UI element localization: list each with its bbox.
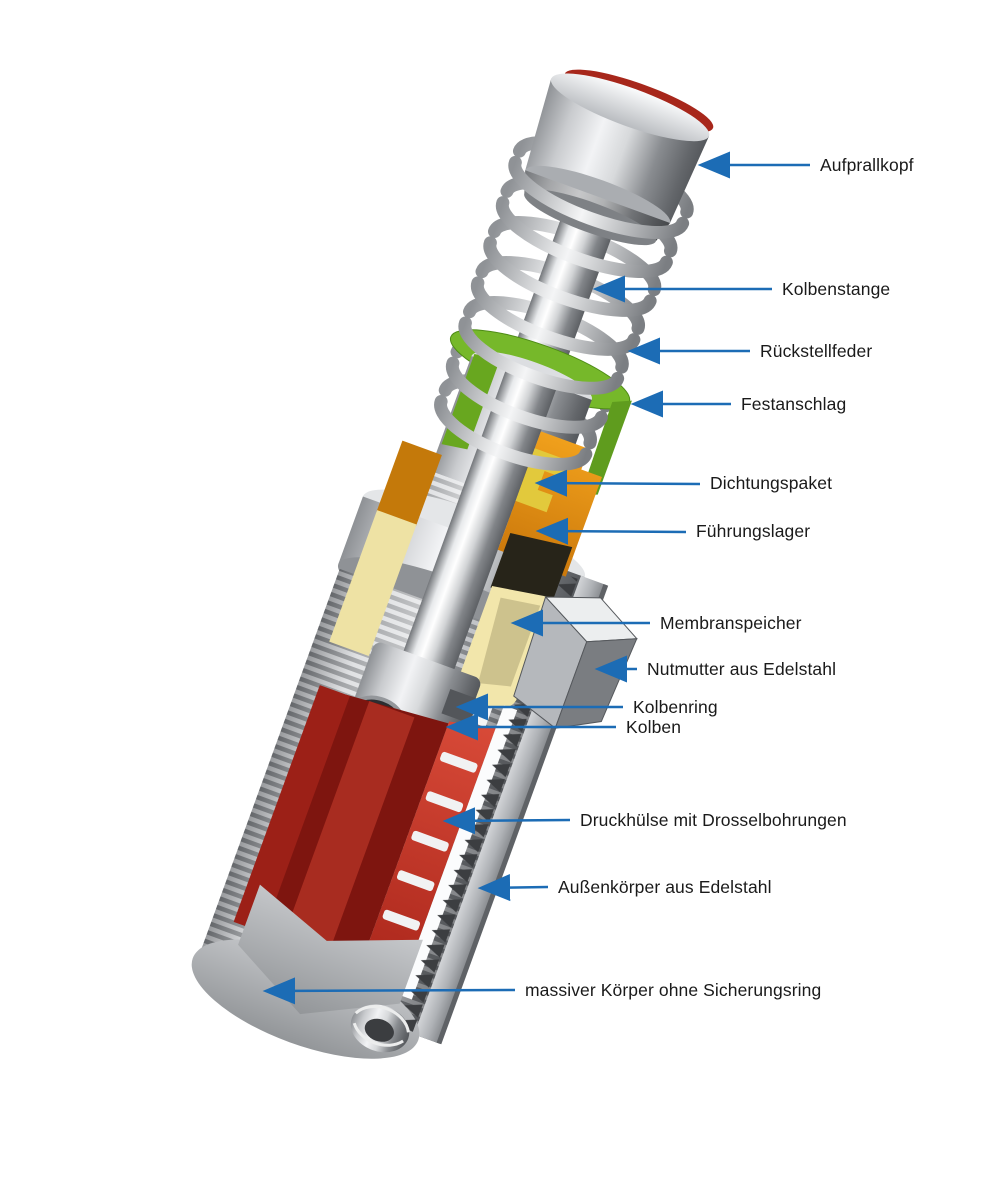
membrane-left <box>329 510 417 657</box>
shock-absorber <box>191 69 714 1059</box>
callout-arrows <box>262 151 810 1005</box>
label-aussenkoerper: Außenkörper aus Edelstahl <box>558 877 772 897</box>
cutaway-internals <box>233 431 602 1053</box>
label-kolbenring: Kolbenring <box>633 697 718 717</box>
label-aufprallkopf: Aufprallkopf <box>820 155 914 175</box>
accumulator-cavity <box>490 533 573 600</box>
guide-bearing-left <box>376 440 442 527</box>
label-dichtungspaket: Dichtungspaket <box>710 473 833 493</box>
label-festanschlag: Festanschlag <box>741 394 847 414</box>
label-nutmutter: Nutmutter aus Edelstahl <box>647 659 837 679</box>
bottom-plug <box>350 1004 410 1053</box>
callout-arrow <box>477 874 549 902</box>
piston-rod-cutaway <box>397 370 557 686</box>
label-rueckstellfeder: Rückstellfeder <box>760 341 873 361</box>
label-massiver-koerper: massiver Körper ohne Sicherungsring <box>525 980 822 1000</box>
label-kolben: Kolben <box>626 717 682 737</box>
label-membranspeicher: Membranspeicher <box>660 613 802 633</box>
throttle-bores <box>382 751 478 931</box>
callout-arrow <box>262 977 516 1005</box>
impact-head <box>524 73 710 246</box>
callout-arrow <box>534 469 701 497</box>
pressure-sleeve <box>233 685 496 988</box>
return-spring-front <box>434 155 690 471</box>
label-kolbenstange: Kolbenstange <box>782 279 891 299</box>
label-druckhuelse: Druckhülse mit Drosselbohrungen <box>580 810 847 830</box>
label-fuehrungslager: Führungslager <box>696 521 811 541</box>
callout-arrow <box>535 517 687 545</box>
callout-arrow <box>442 807 571 835</box>
